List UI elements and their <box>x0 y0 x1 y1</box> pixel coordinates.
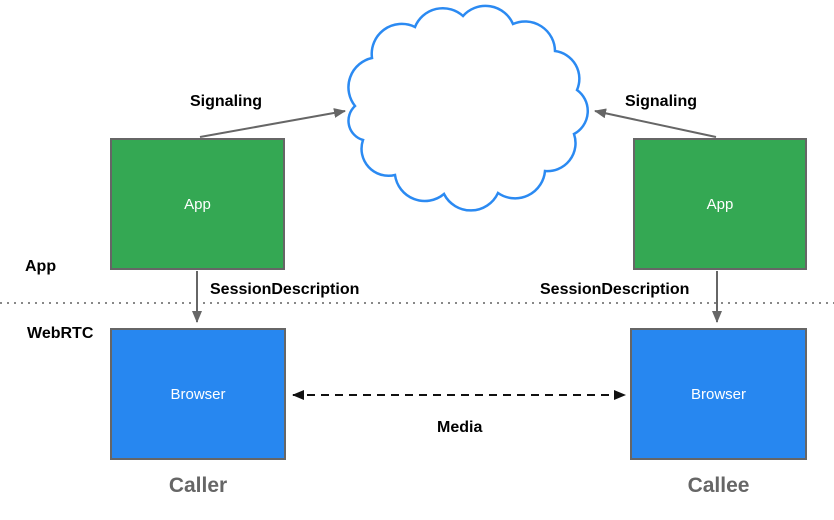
callee-app-box: App <box>633 138 807 270</box>
media-label: Media <box>437 419 483 436</box>
callee-caption: Callee <box>687 474 750 497</box>
signaling-label-left: Signaling <box>190 93 262 110</box>
caller-app-box-label: App <box>184 195 211 213</box>
signaling-label-right: Signaling <box>625 93 697 110</box>
app-layer-label: App <box>25 258 57 275</box>
signaling-arrow-right <box>594 108 717 138</box>
caller-browser-box: Browser <box>110 328 286 460</box>
network-cloud-icon <box>347 4 590 212</box>
webrtc-layer-label: WebRTC <box>27 325 94 342</box>
callee-browser-box-label: Browser <box>690 385 746 403</box>
caller-caption: Caller <box>168 474 228 497</box>
signaling-arrow-left <box>199 108 346 138</box>
callee-browser-box: Browser <box>630 328 807 460</box>
caller-app-box: App <box>110 138 285 270</box>
callee-app-box-label: App <box>706 195 734 213</box>
session-description-label-left: SessionDescription <box>210 281 360 298</box>
session-description-label-right: SessionDescription <box>540 281 690 298</box>
caller-browser-box-label: Browser <box>170 385 226 403</box>
